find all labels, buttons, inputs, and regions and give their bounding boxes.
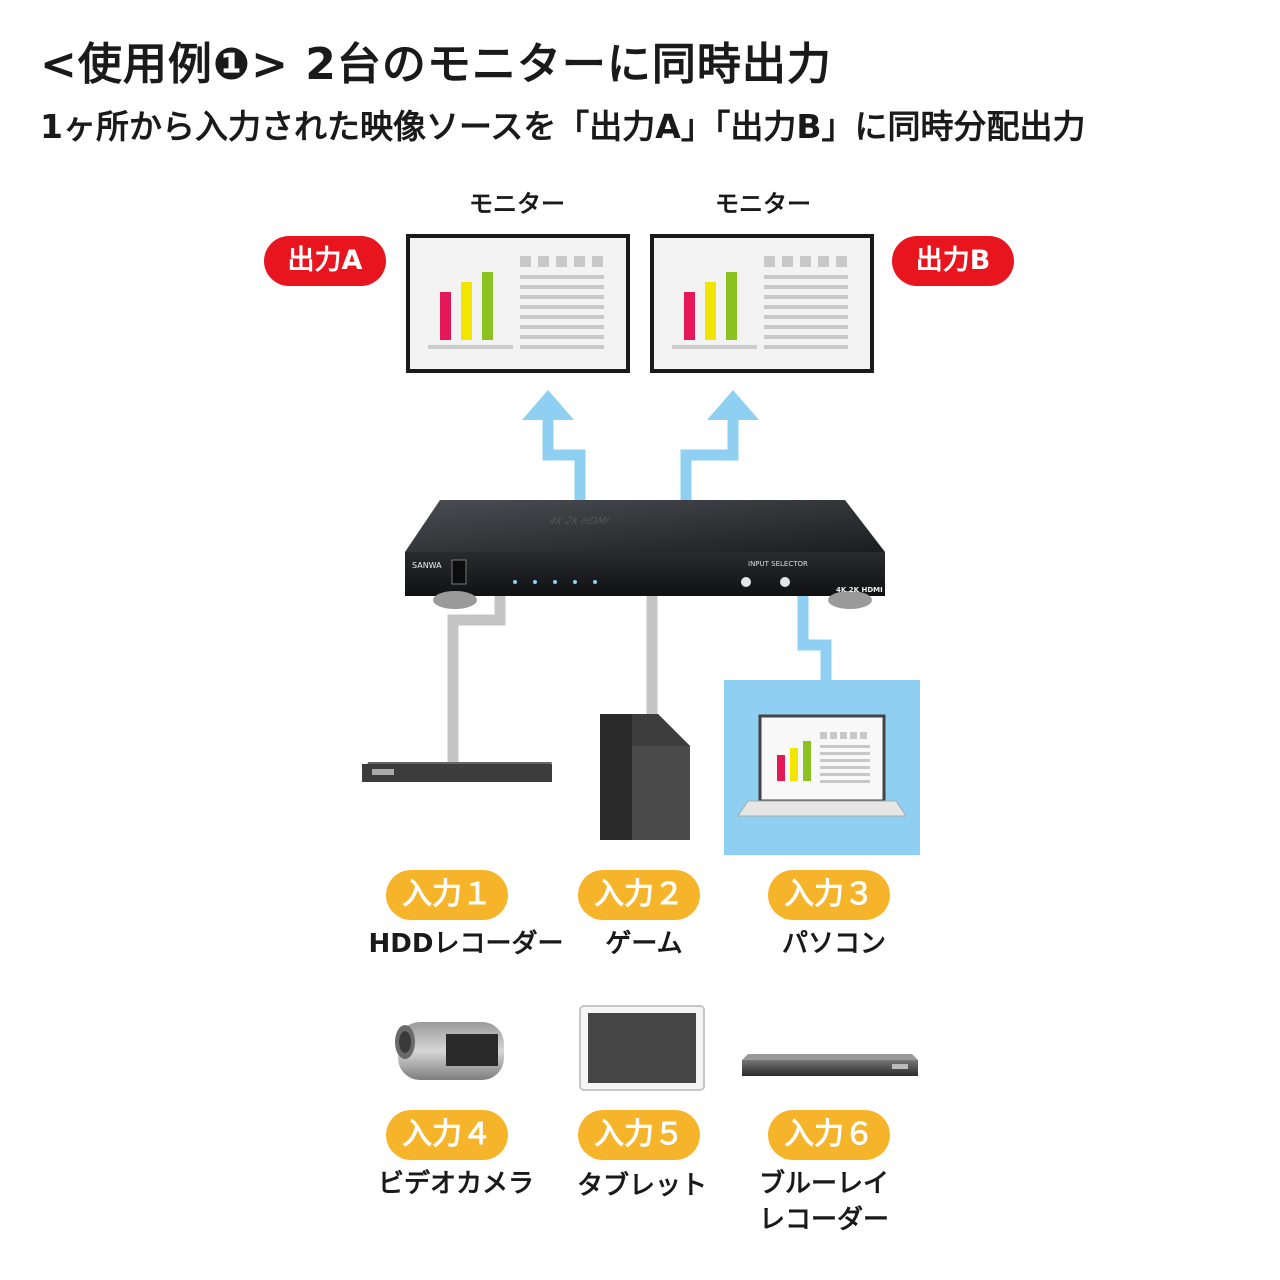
input-5-label: タブレット <box>576 1171 707 1201</box>
monitor-b-label: モニター <box>715 190 811 218</box>
tablet-icon <box>579 1005 705 1091</box>
input-1-badge: 入力１ <box>386 870 508 920</box>
monitor-b <box>650 234 874 373</box>
input-4-label: ビデオカメラ <box>377 1169 534 1199</box>
page-subtitle: 1ヶ所から入力された映像ソースを「出力A」「出力B」に同時分配出力 <box>40 107 1086 146</box>
chart-bar <box>461 282 472 340</box>
chart-bar <box>726 272 737 340</box>
output-a-badge: 出力A <box>264 236 386 286</box>
hdd-recorder-icon <box>362 762 552 782</box>
bluray-recorder-icon <box>742 1054 918 1076</box>
input-1-label: HDDレコーダー <box>368 929 564 959</box>
splitter-logo: SANWA <box>412 561 442 570</box>
arrow-to-output-b-icon <box>707 390 759 420</box>
output-b-badge: 出力B <box>892 236 1014 286</box>
input-4-badge: 入力４ <box>386 1110 508 1160</box>
input-2-label: ゲーム <box>605 929 683 959</box>
page-title: <使用例❶> 2台のモニターに同時出力 <box>40 39 832 90</box>
power-switch-icon <box>451 559 467 585</box>
monitor-a-label: モニター <box>469 190 565 218</box>
inactive-cable-input-1 <box>447 588 506 768</box>
chart-bar <box>482 272 493 340</box>
input-2-badge: 入力２ <box>578 870 700 920</box>
monitor-a <box>406 234 630 373</box>
input-6-label: ブルーレイ レコーダー <box>758 1169 889 1235</box>
video-camera-icon <box>395 1022 504 1080</box>
chart-bar <box>684 292 695 340</box>
input-3-badge: 入力３ <box>768 870 890 920</box>
chart-bar <box>705 282 716 340</box>
splitter-top-print: 4K 2K HDMI <box>546 515 612 527</box>
input-3-label: パソコン <box>781 929 886 959</box>
input-5-badge: 入力５ <box>578 1110 700 1160</box>
splitter-hdmi-badge: 4K 2K HDMI <box>836 586 883 594</box>
input-6-badge: 入力６ <box>768 1110 890 1160</box>
chart-bar <box>440 292 451 340</box>
laptop-icon <box>724 680 920 855</box>
game-console-icon <box>600 714 690 840</box>
arrow-to-output-a-icon <box>522 390 574 420</box>
splitter-panel-text: INPUT SELECTOR <box>748 560 808 568</box>
hdmi-splitter: SANWA INPUT SELECTOR 4K 2K HDMI 4K 2K HD… <box>405 500 885 609</box>
